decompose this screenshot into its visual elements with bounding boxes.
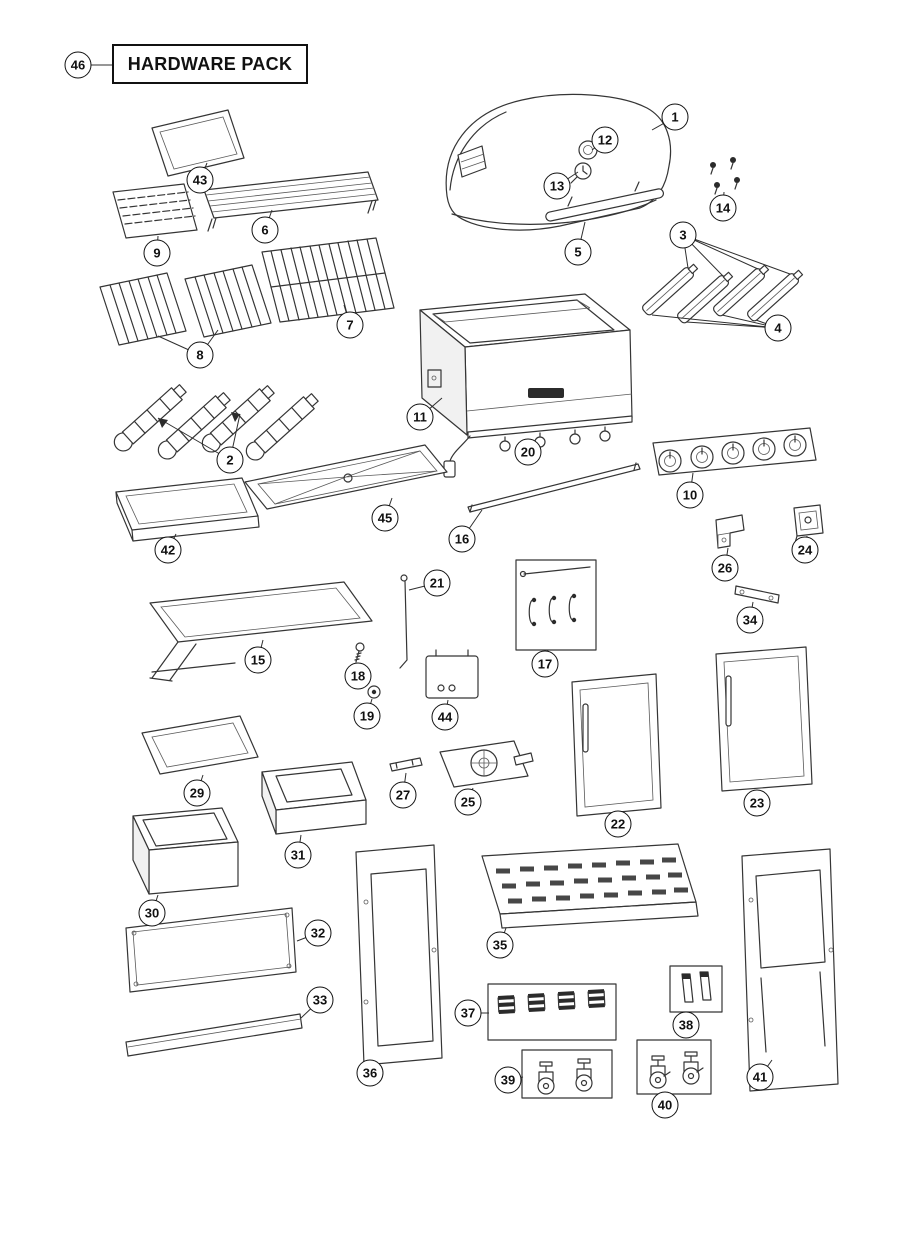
part-1-lid (445, 93, 672, 231)
part-24-igniter-switch (793, 504, 824, 544)
part-6-warming-rack (203, 171, 379, 232)
callout-8: 8 (186, 341, 214, 369)
part-35-bottom-shelf (481, 843, 699, 929)
callout-20: 20 (514, 438, 542, 466)
part-7-cooking-grate (261, 237, 395, 323)
part-22-left-door (571, 673, 662, 817)
callout-1: 1 (661, 103, 689, 131)
hardware-pack-label: HARDWARE PACK (112, 44, 308, 84)
callout-10: 10 (676, 481, 704, 509)
callout-6: 6 (251, 216, 279, 244)
part-26-bracket (715, 514, 745, 549)
callout-36: 36 (356, 1059, 384, 1087)
part-15-side-table (149, 581, 373, 682)
callout-46: 46 (64, 51, 92, 79)
callout-5: 5 (564, 238, 592, 266)
callout-16: 16 (448, 525, 476, 553)
part-42-side-tray (115, 477, 260, 542)
callout-22: 22 (604, 810, 632, 838)
part-30-storage-box (132, 807, 239, 895)
callout-33: 33 (306, 986, 334, 1014)
callout-11: 11 (406, 403, 434, 431)
callout-24: 24 (791, 536, 819, 564)
part-16-support-rod (467, 462, 641, 513)
part-5-lid-handle (545, 181, 665, 222)
part-10-control-knobs (652, 427, 817, 476)
callout-9: 9 (143, 239, 171, 267)
callout-2: 2 (216, 446, 244, 474)
callout-29: 29 (183, 779, 211, 807)
callout-43: 43 (186, 166, 214, 194)
callout-42: 42 (154, 536, 182, 564)
callout-25: 25 (454, 788, 482, 816)
callout-4: 4 (764, 314, 792, 342)
callout-44: 44 (431, 703, 459, 731)
callout-38: 38 (672, 1011, 700, 1039)
part-41-right-leg-frame (741, 848, 839, 1092)
callout-23: 23 (743, 789, 771, 817)
part-40-locking-casters (636, 1039, 712, 1095)
part-39-casters (521, 1049, 613, 1099)
callout-21: 21 (423, 569, 451, 597)
part-11-firebox (419, 293, 633, 436)
leader-arrowheads (158, 412, 240, 428)
part-44-igniter-module (425, 649, 479, 699)
part-34-support-bracket (734, 585, 780, 604)
part-9-small-grate (112, 183, 198, 239)
callout-31: 31 (284, 841, 312, 869)
callout-17: 17 (531, 650, 559, 678)
part-31-tray-frame (261, 761, 367, 835)
part-25-burner-tray (439, 740, 534, 788)
callout-35: 35 (486, 931, 514, 959)
callout-41: 41 (746, 1063, 774, 1091)
callout-14: 14 (709, 194, 737, 222)
callout-30: 30 (138, 899, 166, 927)
part-38-tool-holders (669, 965, 723, 1013)
part-17-handle-kit (515, 559, 597, 651)
part-37-clip-pack (487, 983, 617, 1041)
part-43-griddle-plate (151, 109, 245, 177)
part-45-grease-tray (244, 444, 448, 510)
part-32-back-panel (125, 907, 297, 993)
hardware-pack-title: HARDWARE PACK (127, 53, 293, 74)
callout-15: 15 (244, 646, 272, 674)
callout-26: 26 (711, 554, 739, 582)
callout-45: 45 (371, 504, 399, 532)
part-14-screw-set (709, 156, 741, 195)
callout-39: 39 (494, 1066, 522, 1094)
callout-7: 7 (336, 311, 364, 339)
part-23-right-door (715, 646, 813, 792)
part-20-manifold-valves (443, 415, 633, 478)
callout-3: 3 (669, 221, 697, 249)
part-21-rod (399, 574, 408, 669)
part-29-drip-pan (141, 715, 259, 775)
callout-13: 13 (543, 172, 571, 200)
callout-18: 18 (344, 662, 372, 690)
callout-27: 27 (389, 781, 417, 809)
callout-19: 19 (353, 702, 381, 730)
callout-40: 40 (651, 1091, 679, 1119)
callout-12: 12 (591, 126, 619, 154)
part-27-clip-bracket (389, 757, 423, 772)
callout-34: 34 (736, 606, 764, 634)
part-33-trim-strip (125, 1013, 303, 1057)
part-13-thermometer (570, 162, 592, 184)
part-8-cooking-grates (99, 264, 272, 346)
part-36-left-leg-frame (355, 844, 443, 1066)
part-18-screw (354, 642, 365, 663)
callout-32: 32 (304, 919, 332, 947)
part-19-cap (367, 685, 381, 699)
callout-37: 37 (454, 999, 482, 1027)
